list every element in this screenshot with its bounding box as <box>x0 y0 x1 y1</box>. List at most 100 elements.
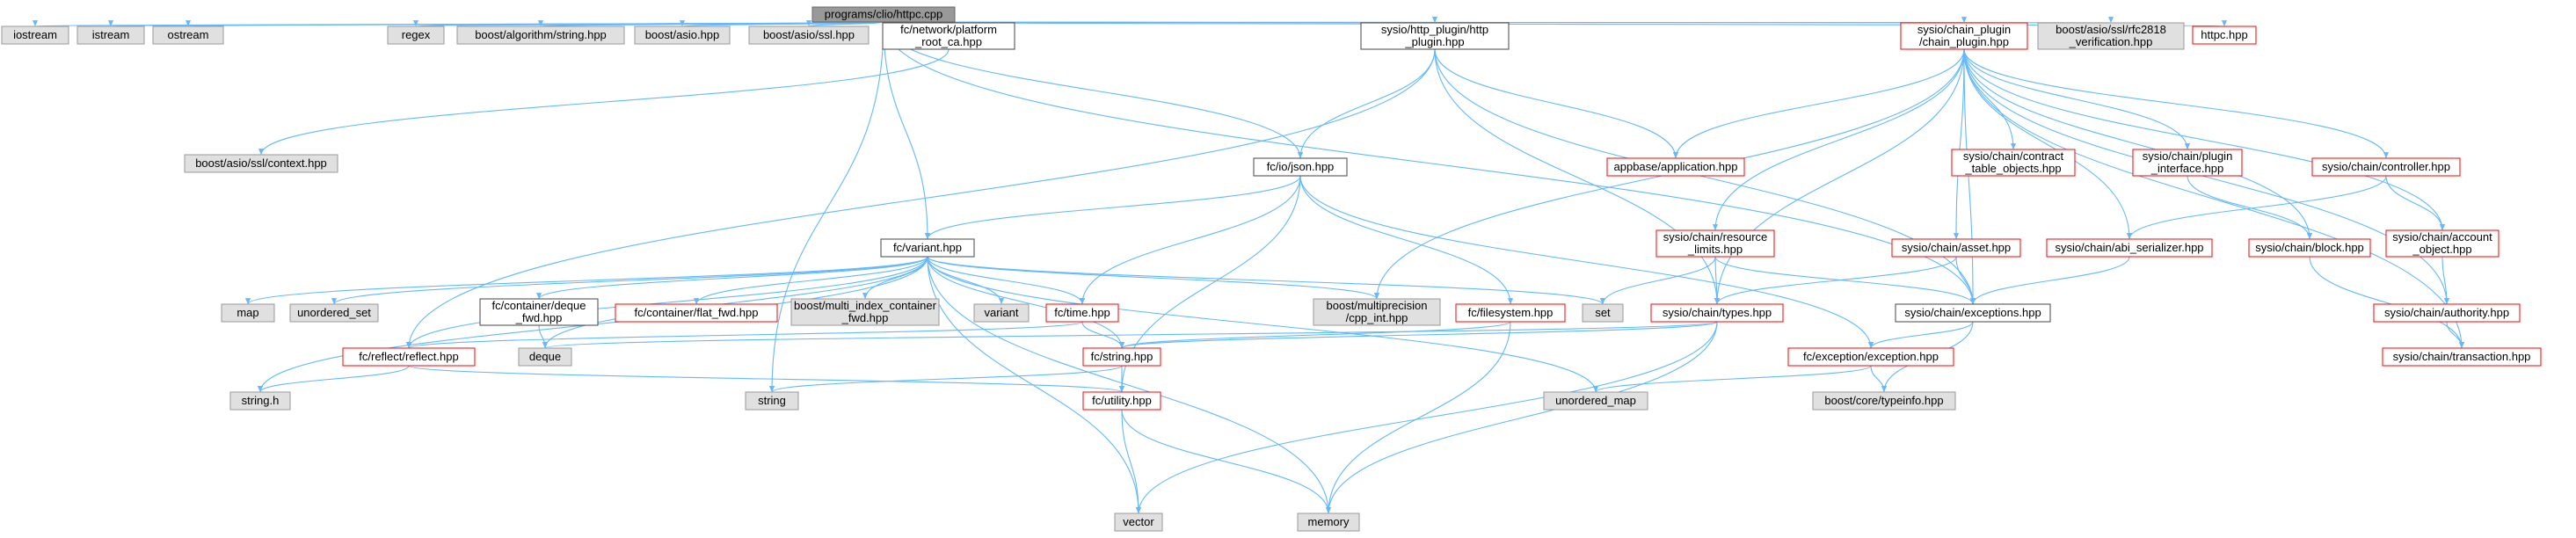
node-set: set <box>1582 303 1624 323</box>
edge-root-to-boost_asio_ssl <box>806 19 884 27</box>
node-box <box>2046 238 2213 258</box>
edge-fc_variant-to-variant_std <box>927 256 1005 305</box>
node-authority[interactable]: sysio/chain/authority.hpp <box>2373 303 2521 323</box>
node-block[interactable]: sysio/chain/block.hpp <box>2248 238 2371 258</box>
node-fc_filesystem[interactable]: fc/filesystem.hpp <box>1455 303 1566 323</box>
node-fc_string[interactable]: fc/string.hpp <box>1082 347 1161 367</box>
node-fc_exception[interactable]: fc/exception/exception.hpp <box>1787 347 1954 367</box>
node-box <box>790 298 940 326</box>
node-label: variant <box>984 306 1018 319</box>
node-label: sysio/chain/contract <box>1963 149 2064 163</box>
node-abi_serializer[interactable]: sysio/chain/abi_serializer.hpp <box>2046 238 2213 258</box>
node-label: boost/asio/ssl/rfc2818 <box>2056 23 2166 36</box>
edge-chain_plugin-to-appbase_app <box>1672 48 1965 159</box>
node-label: sysio/chain/authority.hpp <box>2384 306 2509 319</box>
edge-chain_plugin-to-abi_serializer <box>1963 48 2133 240</box>
edge-asset-to-chain_types <box>1714 256 1957 305</box>
node-box <box>615 303 778 323</box>
node-fc_utility[interactable]: fc/utility.hpp <box>1082 391 1161 411</box>
node-label: vector <box>1123 515 1154 528</box>
node-deque_fwd[interactable]: fc/container/deque_fwd.hpp <box>479 298 599 326</box>
node-root[interactable]: programs/clio/httpc.cpp <box>811 6 956 23</box>
node-chain_types[interactable]: sysio/chain/types.hpp <box>1650 303 1784 323</box>
edge-fc_variant-to-fc_time <box>927 256 1086 305</box>
node-httpc_hpp[interactable]: httpc.hpp <box>2192 25 2257 45</box>
node-box <box>1 25 69 45</box>
node-fc_io_json[interactable]: fc/io/json.hpp <box>1253 157 1348 177</box>
node-label: _limits.hpp <box>1687 243 1743 256</box>
node-transaction[interactable]: sysio/chain/transaction.hpp <box>2382 347 2542 367</box>
node-string_std: string <box>745 391 799 411</box>
node-label: fc/utility.hpp <box>1092 394 1152 407</box>
node-contract_table_objects[interactable]: sysio/chain/contract_table_objects.hpp <box>1951 149 2076 177</box>
node-rfc2818: boost/asio/ssl/rfc2818_verification.hpp <box>2037 22 2185 50</box>
node-label: memory <box>1308 515 1350 528</box>
node-resource_limits[interactable]: sysio/chain/resource_limits.hpp <box>1655 229 1775 258</box>
edge-fc_exception-to-typeinfo <box>1870 365 1888 393</box>
node-box <box>2248 238 2371 258</box>
node-fc_network_root_ca[interactable]: fc/network/platform_root_ca.hpp <box>882 22 1015 50</box>
node-label: iostream <box>13 28 57 41</box>
node-typeinfo: boost/core/typeinfo.hpp <box>1812 391 1956 411</box>
edge-resource_limits-to-chain_exceptions <box>1714 256 1976 305</box>
node-label: fc/reflect/reflect.hpp <box>359 350 458 363</box>
node-box <box>1650 303 1784 323</box>
node-label: sysio/chain/controller.hpp <box>2322 160 2450 173</box>
node-label: regex <box>402 28 431 41</box>
edge-chain_plugin-to-chain_exceptions <box>1963 48 1976 305</box>
node-appbase_app[interactable]: appbase/application.hpp <box>1606 157 1745 177</box>
node-label: istream <box>92 28 130 41</box>
node-box <box>1114 513 1163 532</box>
node-label: /cpp_int.hpp <box>1346 311 1408 324</box>
node-box <box>1082 391 1161 411</box>
node-label: sysio/chain/resource <box>1663 230 1768 244</box>
node-box <box>2382 347 2542 367</box>
edge-root-to-chain_exceptions <box>883 21 1976 305</box>
node-box <box>289 303 379 323</box>
node-fc_variant[interactable]: fc/variant.hpp <box>880 238 975 258</box>
edge-fc_filesystem-to-memory <box>1325 321 1511 514</box>
node-variant_std: variant <box>973 303 1030 323</box>
node-box <box>152 25 224 45</box>
node-label: sysio/chain/block.hpp <box>2255 241 2364 254</box>
edge-fc_variant-to-deque <box>542 256 928 349</box>
edge-resource_limits-to-set <box>1599 256 1716 305</box>
edge-root-to-fc_variant <box>883 21 931 240</box>
node-fc_reflect[interactable]: fc/reflect/reflect.hpp <box>342 347 476 367</box>
node-http_plugin[interactable]: sysio/http_plugin/http_plugin.hpp <box>1360 22 1510 50</box>
node-chain_plugin[interactable]: sysio/chain_plugin/chain_plugin.hpp <box>1900 22 2028 50</box>
node-chain_exceptions[interactable]: sysio/chain/exceptions.hpp <box>1895 303 2051 323</box>
node-box <box>1787 347 1954 367</box>
edge-chain_types-to-vector <box>1135 321 1718 514</box>
edge-chain_types-to-fc_string <box>1119 321 1718 349</box>
edge-fc_io_json-to-fc_time <box>1079 175 1301 305</box>
node-box <box>748 25 870 45</box>
node-box <box>2373 303 2521 323</box>
edge-chain_plugin-to-controller <box>1963 48 2390 159</box>
node-label: unordered_set <box>297 306 371 319</box>
node-flat_fwd[interactable]: fc/container/flat_fwd.hpp <box>615 303 778 323</box>
node-label: fc/network/platform <box>900 23 997 36</box>
node-label: string <box>758 394 786 407</box>
edge-http_plugin-to-fc_io_json <box>1297 48 1436 159</box>
node-controller[interactable]: sysio/chain/controller.hpp <box>2311 157 2461 177</box>
node-box <box>1606 157 1745 177</box>
node-box <box>1313 298 1441 326</box>
edge-abi_serializer-to-chain_exceptions <box>1969 256 2130 305</box>
node-box <box>2385 229 2500 258</box>
node-plugin_interface[interactable]: sysio/chain/plugin_interface.hpp <box>2132 149 2243 177</box>
edge-http_plugin-to-appbase_app <box>1434 48 1679 159</box>
node-label: programs/clio/httpc.cpp <box>825 8 942 21</box>
edge-fc_exception-to-unordered_map <box>1593 365 1872 393</box>
node-label: _plugin.hpp <box>1404 35 1464 48</box>
node-boost_asio: boost/asio.hpp <box>634 25 731 45</box>
node-box <box>1045 303 1119 323</box>
node-account_object[interactable]: sysio/chain/account_object.hpp <box>2385 229 2500 258</box>
edge-resource_limits-to-chain_types <box>1714 256 1721 305</box>
edge-account_object-to-authority <box>2441 256 2450 305</box>
node-label: sysio/chain/account <box>2392 230 2492 244</box>
node-asset[interactable]: sysio/chain/asset.hpp <box>1891 238 2021 258</box>
node-label: deque <box>529 350 561 363</box>
node-fc_time[interactable]: fc/time.hpp <box>1045 303 1119 323</box>
node-label: /chain_plugin.hpp <box>1919 35 2009 48</box>
